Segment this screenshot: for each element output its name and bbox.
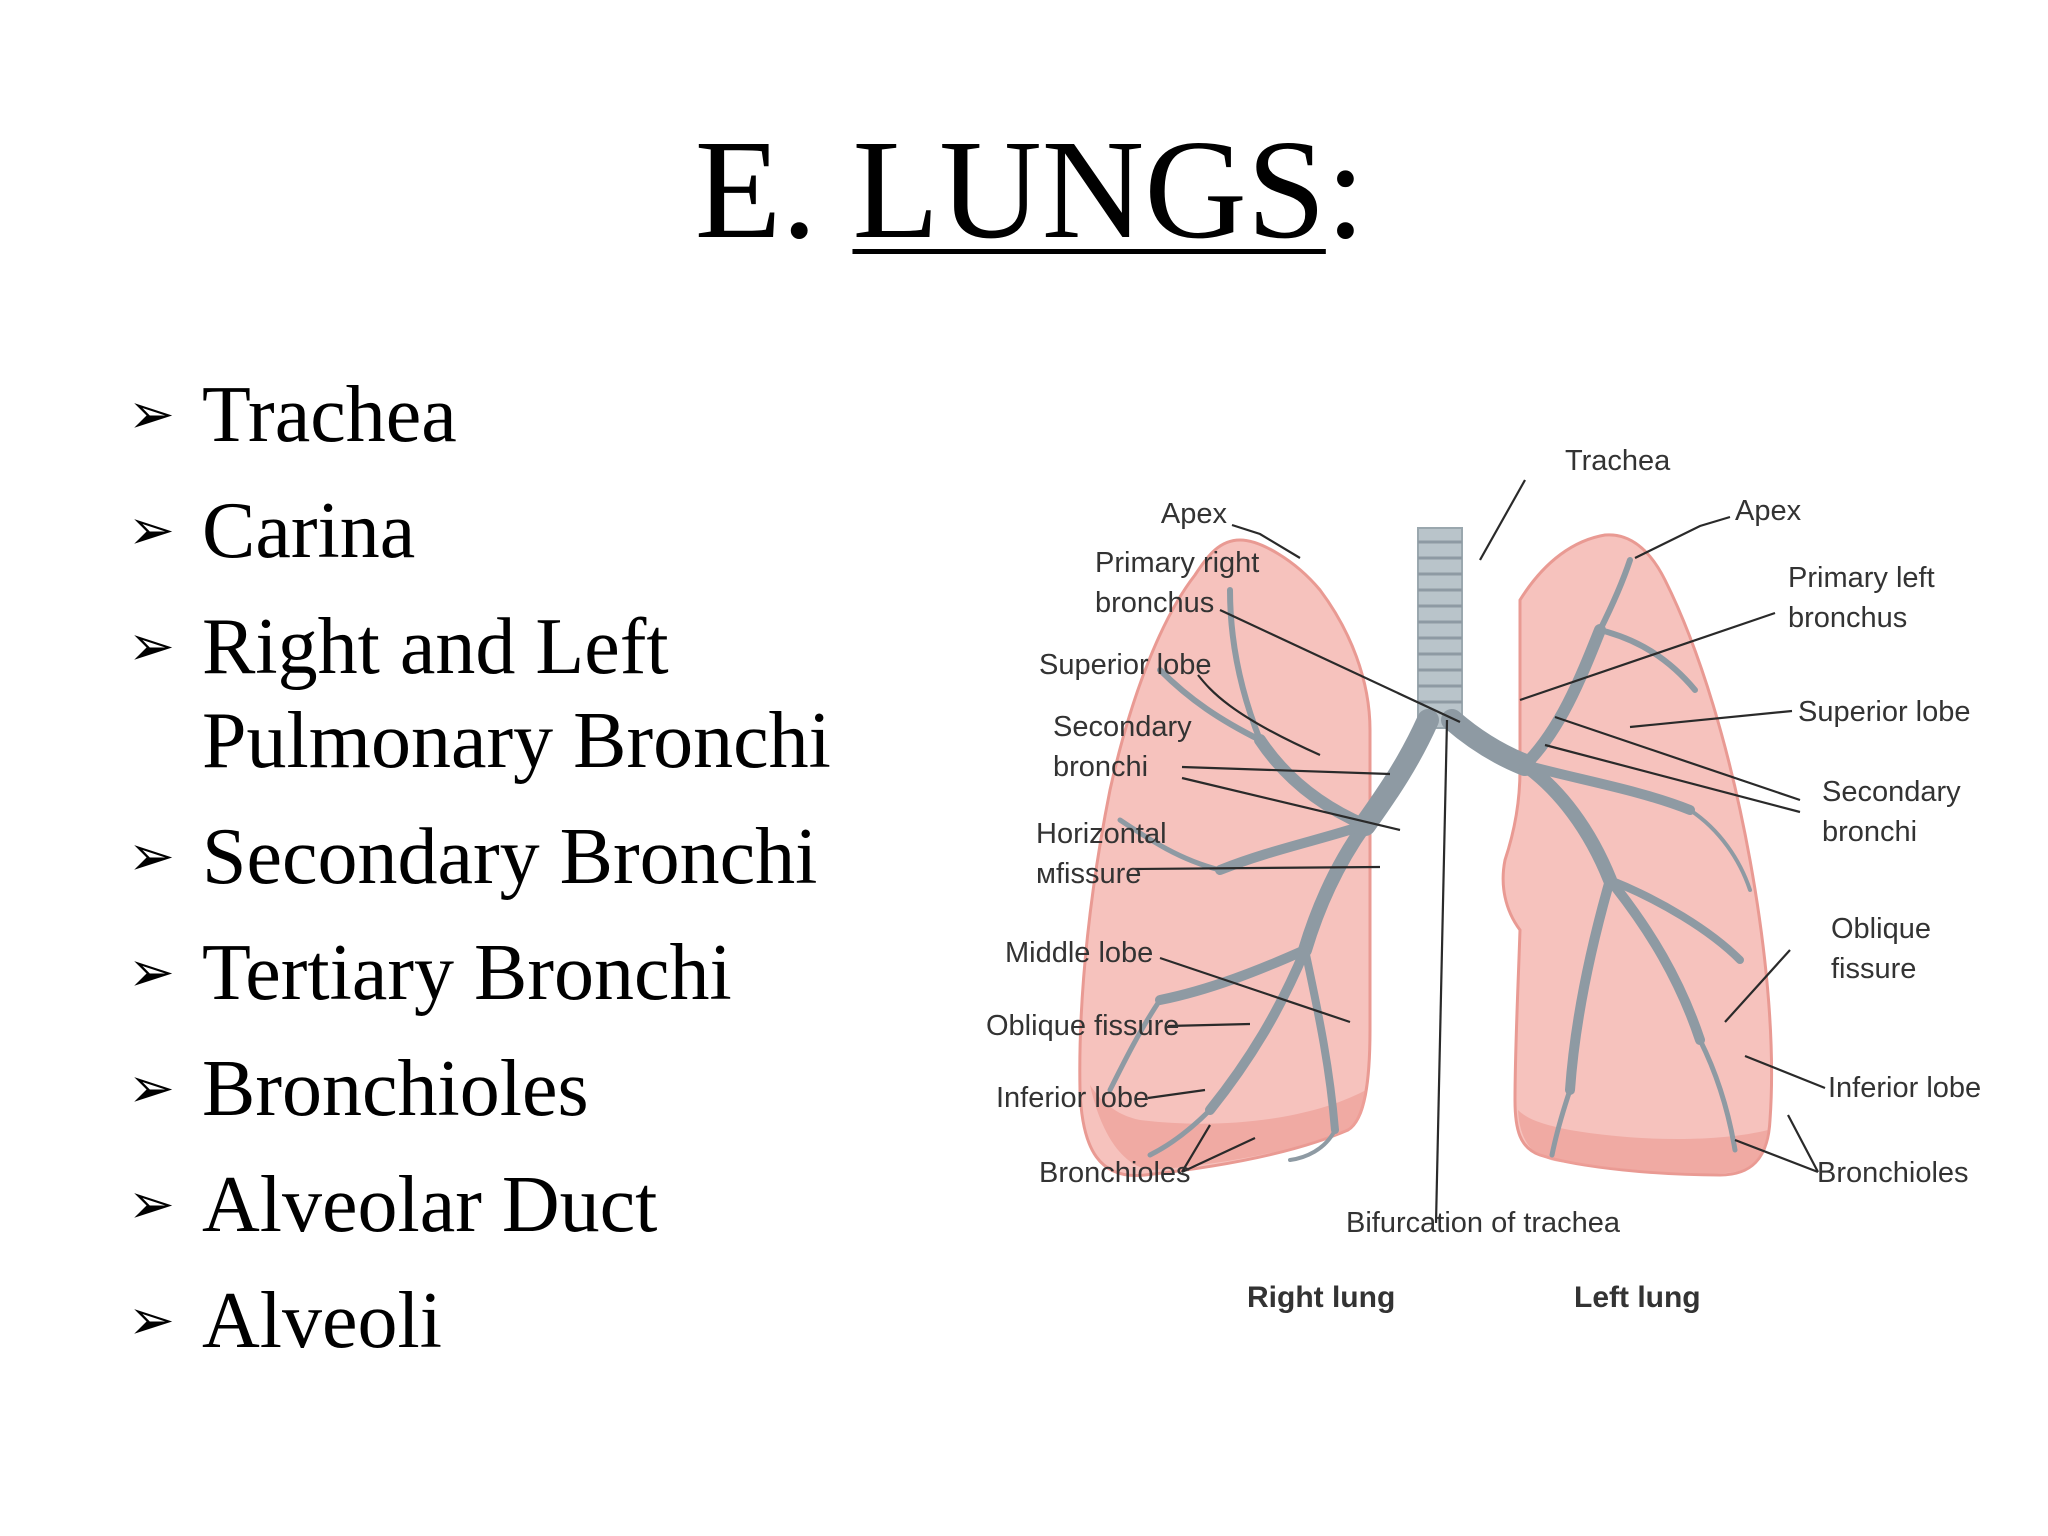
leader-bifurcation <box>1434 719 1449 1224</box>
bullet-text: Secondary Bronchi <box>202 813 818 901</box>
lung-diagram: Trachea Apex Apex Primary right bronchus… <box>960 430 1990 1350</box>
leader-horizontal-fissure <box>1134 865 1381 871</box>
label-inferior-left: Inferior lobe <box>1828 1072 1981 1104</box>
arrow-bullet-icon: ➢ <box>128 1056 175 1121</box>
label-apex-left: Apex <box>1735 495 1802 527</box>
label-primary-left-2: bronchus <box>1788 602 1907 634</box>
bronchial-tree <box>1107 557 1752 1162</box>
leader-superior-right <box>1197 674 1321 757</box>
bullet-text: Alveoli <box>202 1277 442 1365</box>
label-horizontal-2: мfissure <box>1036 858 1141 890</box>
bullet-text: Alveolar Duct <box>202 1161 658 1249</box>
label-horizontal-1: Horizontal <box>1036 818 1167 850</box>
bullet-item: ➢ Carina <box>128 484 928 578</box>
leader-trachea <box>1479 479 1526 561</box>
right-lung-shape <box>1078 538 1372 1178</box>
leader-bronchioles-left <box>1734 1114 1819 1174</box>
label-apex-right: Apex <box>1161 498 1228 530</box>
leader-lines <box>1134 479 1826 1224</box>
bullet-item: ➢ Right and Left Pulmonary Bronchi <box>128 600 928 788</box>
bullet-item: ➢ Secondary Bronchi <box>128 810 928 904</box>
bullet-item: ➢ Alveolar Duct <box>128 1158 928 1252</box>
left-lung-base <box>1518 1110 1768 1174</box>
arrow-bullet-icon: ➢ <box>128 498 175 563</box>
leader-superior-left <box>1629 709 1793 729</box>
arrow-bullet-icon: ➢ <box>128 614 175 679</box>
bullet-item: ➢ Tertiary Bronchi <box>128 926 928 1020</box>
title-prefix: E. <box>694 110 853 268</box>
leader-oblique-right <box>1167 1022 1251 1028</box>
bullet-item: ➢ Bronchioles <box>128 1042 928 1136</box>
arrow-bullet-icon: ➢ <box>128 382 175 447</box>
label-secondary-left-2: bronchi <box>1822 816 1917 848</box>
leader-secondary-left-b <box>1544 743 1801 814</box>
bullet-text: Trachea <box>202 371 457 459</box>
label-secondary-right-2: bronchi <box>1053 751 1148 783</box>
label-oblique-right: Oblique fissure <box>986 1010 1179 1042</box>
arrow-bullet-icon: ➢ <box>128 940 175 1005</box>
arrow-bullet-icon: ➢ <box>128 1288 175 1353</box>
leader-secondary-left-a <box>1554 715 1801 802</box>
label-primary-right-1: Primary right <box>1095 547 1259 579</box>
bullet-item: ➢ Alveoli <box>128 1274 928 1368</box>
leader-apex-left <box>1634 515 1731 559</box>
leader-secondary-right-a <box>1181 765 1391 776</box>
label-superior-lobe-right: Superior lobe <box>1039 649 1212 681</box>
label-superior-lobe-left: Superior lobe <box>1798 696 1971 728</box>
trachea-shape <box>1417 527 1463 729</box>
label-left-lung: Left lung <box>1574 1281 1701 1314</box>
leader-primary-right <box>1219 609 1461 723</box>
leader-primary-left <box>1519 611 1776 702</box>
label-inferior-right: Inferior lobe <box>996 1082 1149 1114</box>
label-oblique-left-1: Oblique <box>1831 913 1931 945</box>
bullet-list: ➢ Trachea ➢ Carina ➢ Right and Left Pulmon… <box>128 368 928 1368</box>
bullet-text: Bronchioles <box>202 1045 589 1133</box>
arrow-bullet-icon: ➢ <box>128 1172 175 1237</box>
label-middle-lobe: Middle lobe <box>1005 937 1153 969</box>
label-oblique-left-2: fissure <box>1831 953 1916 985</box>
label-secondary-right-1: Secondary <box>1053 711 1192 743</box>
bullet-item: ➢ Trachea <box>128 368 928 462</box>
bullet-text: Right and Left Pulmonary Bronchi <box>202 603 831 785</box>
label-bronchioles-right: Bronchioles <box>1039 1157 1191 1189</box>
label-bifurcation: Bifurcation of trachea <box>1346 1207 1621 1239</box>
leader-bronchioles-right <box>1181 1124 1256 1173</box>
leader-oblique-left <box>1724 949 1791 1023</box>
title-main: LUNGS <box>852 110 1326 268</box>
leader-apex-right <box>1231 523 1301 559</box>
label-right-lung: Right lung <box>1247 1281 1395 1314</box>
leader-middle-lobe <box>1159 956 1351 1024</box>
slide-title: E. LUNGS: <box>0 118 2048 260</box>
label-secondary-left-1: Secondary <box>1822 776 1961 808</box>
lung-diagram-svg: Trachea Apex Apex Primary right bronchus… <box>986 445 1981 1314</box>
leader-secondary-right-b <box>1181 776 1401 832</box>
leader-inferior-left <box>1744 1054 1826 1090</box>
bullet-text: Carina <box>202 487 416 575</box>
title-suffix: : <box>1325 110 1366 268</box>
label-trachea: Trachea <box>1565 445 1671 477</box>
leader-inferior-right <box>1147 1088 1206 1100</box>
bullet-text: Tertiary Bronchi <box>202 929 732 1017</box>
label-primary-right-2: bronchus <box>1095 587 1214 619</box>
arrow-bullet-icon: ➢ <box>128 824 175 889</box>
label-primary-left-1: Primary left <box>1788 562 1935 594</box>
label-bronchioles-left: Bronchioles <box>1817 1157 1969 1189</box>
